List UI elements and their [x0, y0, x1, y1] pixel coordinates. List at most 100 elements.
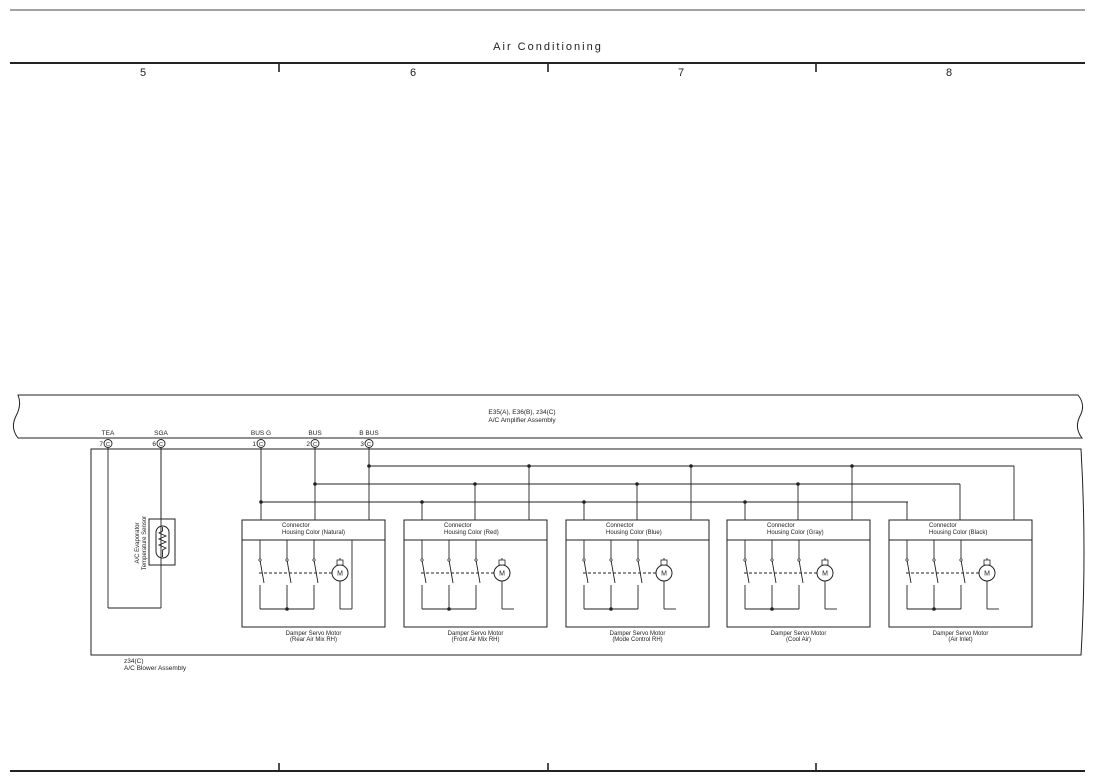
connector-header-line2: Housing Color (Blue) — [606, 530, 662, 536]
motor-brush — [821, 559, 829, 566]
switch-contact — [636, 558, 640, 562]
connector-header-line1: Connector — [444, 523, 472, 529]
switch-contact — [474, 558, 478, 562]
sensor-label-line1: A/C Evaporator — [135, 522, 141, 563]
switch-blade — [744, 559, 750, 584]
switch-blade — [259, 559, 265, 584]
motor-glyph: M — [822, 571, 828, 578]
connector-header-line2: Housing Color (Gray) — [767, 530, 824, 536]
connector-header-line1: Connector — [767, 523, 795, 529]
column-number: 6 — [410, 67, 416, 79]
junction-dot — [582, 500, 586, 504]
junction-dot — [259, 500, 263, 504]
connector-pin-icon — [310, 439, 320, 448]
motor-brush — [336, 559, 344, 566]
connector-pin-icon — [256, 439, 266, 448]
terminal-label: SGA — [154, 430, 168, 437]
switch-blade — [960, 559, 966, 584]
junction-dot — [609, 607, 613, 611]
motor-name: Damper Servo Motor — [448, 631, 504, 637]
column-number: 7 — [678, 67, 684, 79]
switch-blade — [286, 559, 292, 584]
switch-blade — [906, 559, 912, 584]
switch-blade — [475, 559, 481, 584]
switch-contact — [609, 558, 613, 562]
blower-name: A/C Blower Assembly — [124, 665, 187, 672]
junction-dot — [850, 464, 854, 468]
terminal-pin-number: 1 — [252, 441, 256, 448]
terminal-pin-number: 3 — [360, 441, 364, 448]
switch-contact — [420, 558, 424, 562]
connector-letter: C — [367, 442, 371, 448]
junction-dot — [527, 464, 531, 468]
motor-glyph: M — [984, 571, 990, 578]
terminal-label: BUS G — [251, 430, 271, 437]
switch-blade — [637, 559, 643, 584]
connector-letter: C — [259, 442, 263, 448]
amplifier-connector-ref: E35(A), E36(B), z34(C) — [488, 409, 555, 416]
motor-glyph: M — [661, 571, 667, 578]
motor-box — [241, 519, 386, 628]
connector-header-line2: Housing Color (Black) — [929, 530, 987, 536]
connector-letter: C — [159, 442, 163, 448]
connector-header-line1: Connector — [282, 523, 310, 529]
junction-dot — [770, 607, 774, 611]
connector-letter: C — [106, 442, 110, 448]
blower-assembly — [90, 448, 1085, 656]
motor-brush — [498, 559, 506, 566]
switch-blade — [313, 559, 319, 584]
sensor-label-line2: Temperature Sensor — [142, 516, 148, 570]
amplifier-name: A/C Amplifier Assembly — [488, 417, 556, 424]
terminal-label: TEA — [102, 430, 115, 437]
page-title: Air Conditioning — [493, 41, 603, 53]
column-number: 8 — [946, 67, 952, 79]
junction-dot — [313, 482, 317, 486]
motor-glyph: M — [337, 571, 343, 578]
switch-blade — [583, 559, 589, 584]
connector-header-line2: Housing Color (Red) — [444, 530, 499, 536]
switch-blade — [798, 559, 804, 584]
footer-dividers — [278, 763, 817, 771]
motor-function: (Rear Air Mix RH) — [290, 637, 337, 643]
junction-dot — [447, 607, 451, 611]
switch-contact — [285, 558, 289, 562]
switch-contact — [582, 558, 586, 562]
junction-dot — [796, 482, 800, 486]
switch-blade — [771, 559, 777, 584]
motor-brush — [983, 559, 991, 566]
motor-function: (Air Inlet) — [948, 637, 972, 643]
motor-name: Damper Servo Motor — [771, 631, 827, 637]
motor-function: (Cool Air) — [786, 637, 811, 643]
connector-header-line1: Connector — [929, 523, 957, 529]
motor-glyph: M — [499, 571, 505, 578]
switch-contact — [770, 558, 774, 562]
motor-name: Damper Servo Motor — [933, 631, 989, 637]
switch-contact — [312, 558, 316, 562]
motor-name: Damper Servo Motor — [286, 631, 342, 637]
switch-blade — [933, 559, 939, 584]
switch-blade — [610, 559, 616, 584]
thermistor-icon — [157, 527, 168, 557]
connector-pin-icon — [156, 439, 166, 448]
motor-brush — [660, 559, 668, 566]
column-number: 5 — [140, 67, 146, 79]
terminal-label: BUS — [308, 430, 322, 437]
terminal-label: B BUS — [359, 430, 379, 437]
junction-dot — [743, 500, 747, 504]
switch-contact — [797, 558, 801, 562]
switch-blade — [448, 559, 454, 584]
motor-box — [888, 519, 1033, 628]
connector-pin-icon — [364, 439, 374, 448]
motor-box — [403, 519, 548, 628]
column-dividers — [278, 63, 817, 72]
switch-contact — [447, 558, 451, 562]
evaporator-temperature-sensor: A/C Evaporator Temperature Sensor — [135, 516, 176, 570]
connector-header-line2: Housing Color (Natural) — [282, 530, 345, 536]
switch-contact — [743, 558, 747, 562]
switch-blade — [421, 559, 427, 584]
